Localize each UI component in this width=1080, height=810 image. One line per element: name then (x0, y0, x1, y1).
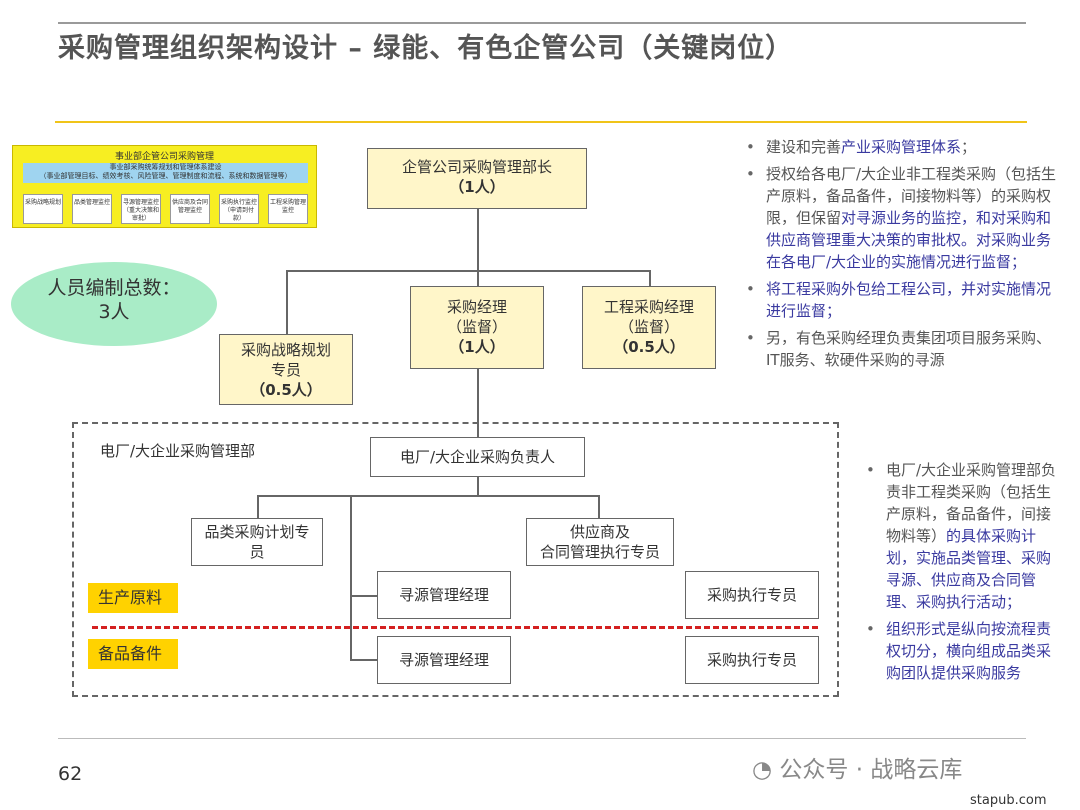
mini-box: 采购战略规划 (23, 194, 63, 224)
headcount-label: 人员编制总数： (47, 277, 181, 299)
bullets-top: 建设和完善产业采购管理体系； 授权给各电厂/大企业非工程类采购（包括生产原料，备… (742, 136, 1062, 376)
headcount-value: 3人 (98, 301, 130, 323)
bullets-bottom: 电厂/大企业采购管理部负责非工程类采购（包括生产原料，备品备件，间接物料等）的具… (862, 459, 1060, 689)
head-title: 企管公司采购管理部长 (401, 158, 552, 176)
page-number: 62 (58, 763, 83, 785)
connector (598, 495, 600, 518)
bullet-item: 组织形式是纵向按流程责权切分，横向组成品类采购团队提供采购服务 (862, 618, 1060, 684)
mini-box: 品类管理监控 (72, 194, 112, 224)
spare-parts-tag: 备品备件 (88, 639, 178, 669)
mini-org-chart: 事业部企管公司采购管理 事业部采购统筹规划和管理体系建设 （事业部管理目标、绩效… (12, 145, 317, 228)
raw-material-tag: 生产原料 (88, 583, 178, 613)
head-box: 企管公司采购管理部长 （1人） (367, 148, 587, 209)
connector (477, 369, 479, 437)
strategy-box: 采购战略规划 专员 （0.5人） (219, 334, 353, 405)
connector (350, 495, 352, 660)
connector (257, 495, 259, 518)
head-count: （1人） (449, 178, 505, 196)
connector (649, 270, 651, 286)
gold-rule (55, 121, 1027, 123)
strategy-line2: 专员 (270, 361, 301, 379)
bullet-item: 电厂/大企业采购管理部负责非工程类采购（包括生产原料，备品备件，间接物料等）的具… (862, 459, 1060, 613)
dept-label: 电厂/大企业采购管理部 (100, 442, 256, 460)
supplier-contract-line1: 供应商及 (569, 523, 630, 541)
eng-manager-count: （0.5人） (613, 338, 685, 356)
bullet-item: 建设和完善产业采购管理体系； (742, 136, 1062, 158)
strategy-line1: 采购战略规划 (240, 341, 331, 359)
headcount-oval: 人员编制总数： 3人 (11, 262, 217, 346)
plant-head-box: 电厂/大企业采购负责人 (370, 437, 585, 477)
mini-box: 采购执行监控（申请到付款） (219, 194, 259, 224)
connector (477, 209, 479, 287)
mini-box: 供应商及合同管理监控 (170, 194, 210, 224)
connector (350, 595, 377, 597)
mini-box: 寻源管理监控（重大决策和审批） (121, 194, 161, 224)
supplier-contract-box: 供应商及 合同管理执行专员 (526, 518, 674, 566)
red-divider (92, 626, 818, 629)
execution-specialist-box: 采购执行专员 (685, 571, 819, 619)
mini-band-line1: 事业部采购统筹规划和管理体系建设 (109, 163, 222, 171)
top-rule (58, 22, 1026, 24)
watermark-text: 公众号 · 战略云库 (779, 757, 963, 783)
category-plan-line2: 员 (249, 543, 265, 561)
bullet-item: 授权给各电厂/大企业非工程类采购（包括生产原料，备品备件，间接物料等）的采购权限… (742, 163, 1062, 273)
manager-count: （1人） (449, 338, 505, 356)
mini-chart-band: 事业部采购统筹规划和管理体系建设 （事业部管理目标、绩效考核、风险管理、管理制度… (23, 163, 308, 183)
bottom-rule (58, 738, 1026, 739)
category-plan-line1: 品类采购计划专 (204, 523, 310, 541)
manager-box: 采购经理 （监督） （1人） (410, 286, 544, 369)
eng-manager-box: 工程采购经理 （监督） （0.5人） (582, 286, 716, 369)
bullet-item: 另，有色采购经理负责集团项目服务采购、IT服务、软硬件采购的寻源 (742, 327, 1062, 371)
connector (286, 270, 288, 334)
strategy-count: （0.5人） (250, 381, 322, 399)
wechat-icon: ◔ (752, 757, 780, 783)
manager-title: 采购经理 (446, 298, 507, 316)
mini-box: 工程采购管理监控 (268, 194, 308, 224)
connector (286, 270, 650, 272)
site-label: stapub.com (970, 793, 1047, 808)
connector (350, 659, 377, 661)
sourcing-manager-box: 寻源管理经理 (377, 636, 511, 684)
plant-dept-frame (72, 422, 839, 697)
mini-chart-title: 事业部企管公司采购管理 (114, 152, 214, 162)
watermark: ◔ 公众号 · 战略云库 (752, 750, 962, 784)
connector (257, 495, 599, 497)
bullet-item: 将工程采购外包给工程公司，并对实施情况进行监督； (742, 278, 1062, 322)
eng-manager-title: 工程采购经理 (603, 298, 694, 316)
sourcing-manager-box: 寻源管理经理 (377, 571, 511, 619)
supplier-contract-line2: 合同管理执行专员 (539, 543, 660, 561)
eng-manager-role: （监督） (618, 318, 679, 336)
execution-specialist-box: 采购执行专员 (685, 636, 819, 684)
manager-role: （监督） (446, 318, 507, 336)
mini-band-line2: （事业部管理目标、绩效考核、风险管理、管理制度和流程、系统和数据管理等） (39, 172, 292, 180)
category-plan-box: 品类采购计划专 员 (191, 518, 323, 566)
page-title: 采购管理组织架构设计 – 绿能、有色企管公司（关键岗位） (58, 33, 794, 64)
connector (477, 477, 479, 496)
